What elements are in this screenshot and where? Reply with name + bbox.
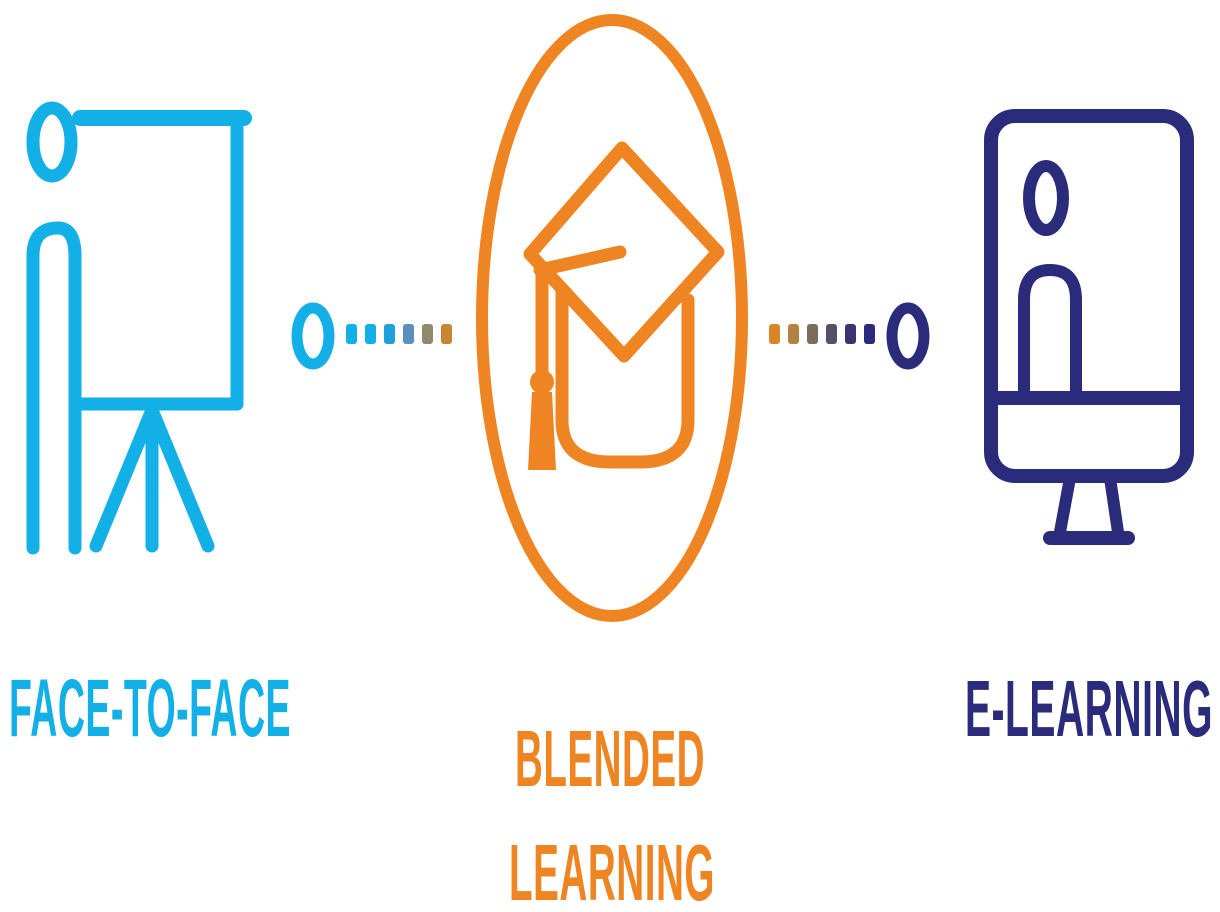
computer-monitor-user-icon (984, 109, 1194, 545)
e-learning-label: E-LEARNING (965, 664, 1213, 753)
screen-user-head (1023, 160, 1069, 236)
graduation-cap-icon (523, 141, 725, 469)
right-connector-node (886, 302, 930, 370)
easel-leg-left (89, 403, 159, 553)
right-connector (769, 302, 930, 370)
tassel-fringe (528, 392, 556, 470)
left-connector (291, 302, 452, 370)
right-connector-dots (769, 324, 875, 344)
left-connector-dots (346, 324, 452, 344)
easel-leg-right (145, 403, 215, 553)
blended-ring (476, 14, 748, 622)
presenter-body (26, 221, 82, 555)
blended-icon-group (476, 14, 748, 622)
left-connector-node (291, 302, 335, 370)
blended-label-line2: LEARNING (509, 828, 715, 912)
tassel-knot (530, 370, 554, 394)
blended-label-line1: BLENDED (515, 714, 705, 803)
cap-bowl (555, 285, 695, 469)
monitor-stand (1054, 472, 1124, 538)
monitor-frame (984, 109, 1194, 483)
presenter-head (26, 101, 78, 183)
tassel-cord (533, 245, 627, 277)
face-to-face-label: FACE-TO-FACE (9, 663, 291, 754)
screen-user-body (1018, 264, 1082, 398)
presenter-board-icon (26, 101, 252, 555)
cap-board (523, 141, 725, 363)
